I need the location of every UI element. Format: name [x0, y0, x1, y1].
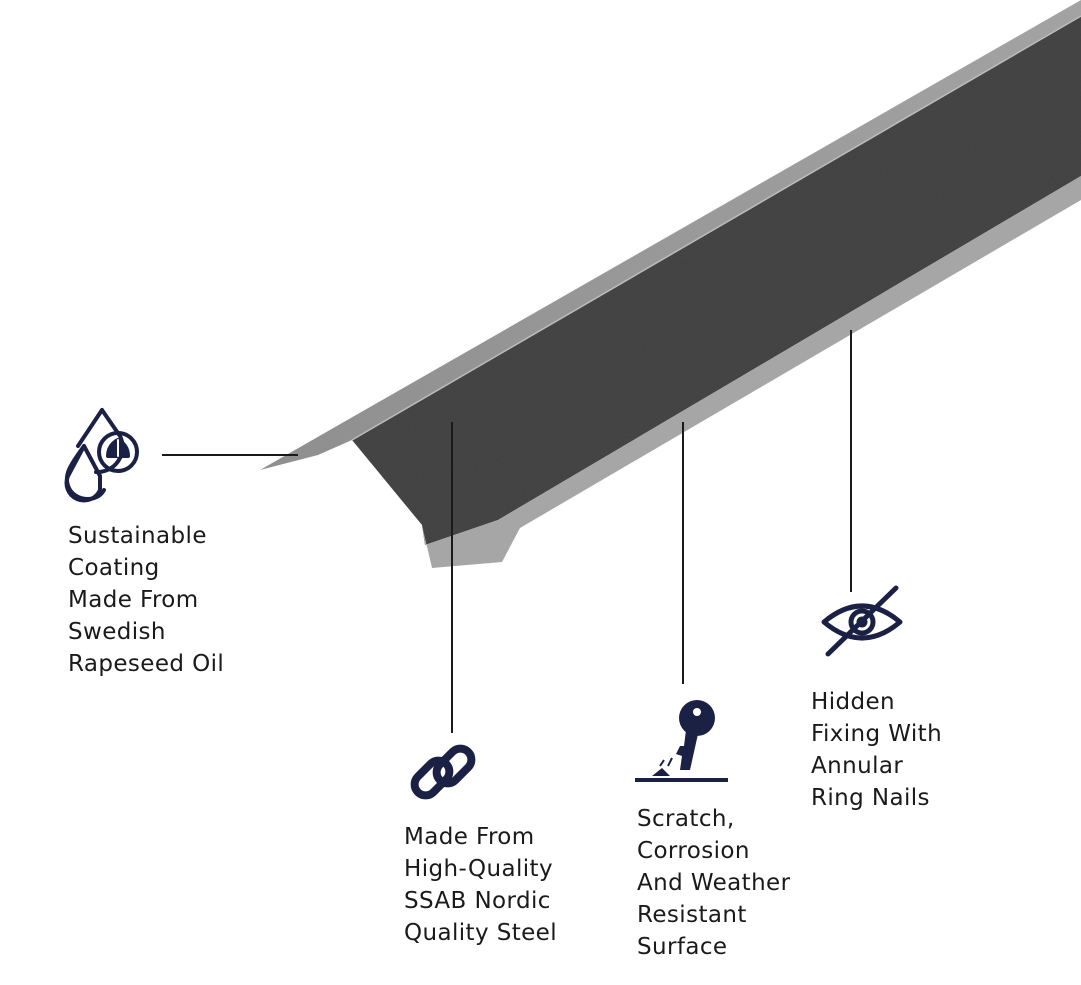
- steel-angle-trim: [260, 0, 1081, 568]
- trim-front-face: [352, 16, 1081, 545]
- eye-slash-icon: [821, 585, 903, 657]
- feature-label-resistant-surface: Scratch, Corrosion And Weather Resistant…: [637, 806, 791, 960]
- trim-lower-lip: [422, 176, 1081, 568]
- chain-link-icon: [410, 744, 476, 800]
- key-scratch-icon: [635, 700, 728, 782]
- feature-label-sustainable-coating: Sustainable Coating Made From Swedish Ra…: [68, 523, 225, 677]
- feature-label-ssab-steel: Made From High-Quality SSAB Nordic Quali…: [404, 824, 558, 946]
- leader-lines: [162, 330, 852, 733]
- oil-drops-leaf-icon: [64, 408, 139, 503]
- feature-label-hidden-fixing: Hidden Fixing With Annular Ring Nails: [811, 689, 943, 811]
- trim-edge-highlight: [351, 15, 1081, 441]
- trim-top-flange: [260, 0, 1081, 470]
